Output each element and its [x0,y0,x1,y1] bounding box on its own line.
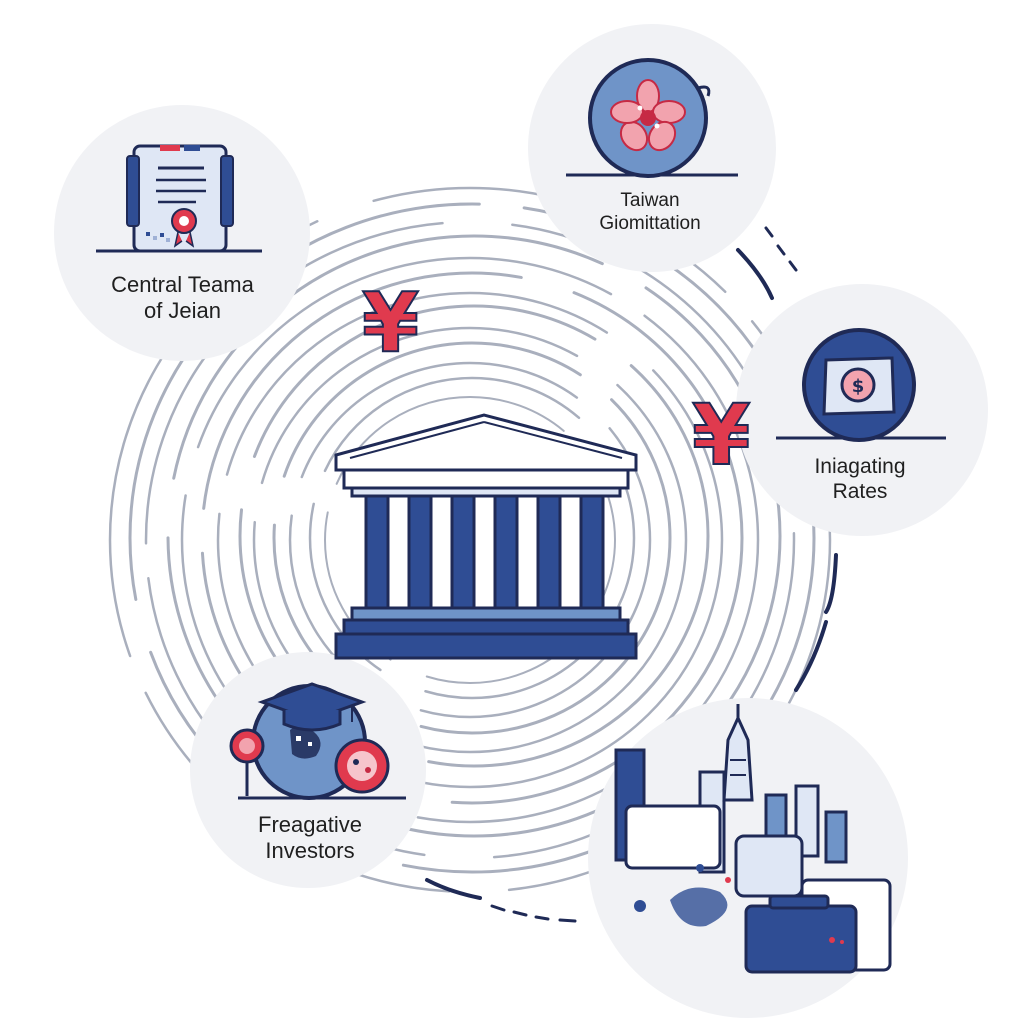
node-label-line2: Rates [832,480,888,504]
node-label-line1: Freagative [258,812,362,837]
yen-symbol-left: ¥ [361,276,420,371]
bank-building-icon [334,413,638,660]
connector-arcs [425,226,838,923]
node-label-line1: Iniagating [814,455,906,478]
swirl-rings [108,186,832,894]
node-label-line1: Taiwan [620,190,680,211]
node-label-line2: Investors [265,838,355,864]
node-label-investors: Freagative Investors [220,812,400,865]
node-label-line2: Giomittation [599,212,701,234]
node-label-line1: Central Teama [111,272,254,297]
node-label-central-bank: Central Teama of Jeian [70,272,295,325]
node-label-rates: Iniagating Rates [770,454,950,504]
city-skyline-icon [614,704,892,974]
graduation-globe-icon [229,682,406,800]
flower-emblem-icon [566,58,738,178]
node-label-line2: of Jeian [143,298,222,324]
node-label-taiwan: Taiwan Giomittation [555,190,745,236]
money-bag-icon: $ [776,328,946,442]
svg-text:$: $ [852,376,865,397]
yen-symbol-right: ¥ [691,386,751,484]
certificate-icon [96,144,262,253]
